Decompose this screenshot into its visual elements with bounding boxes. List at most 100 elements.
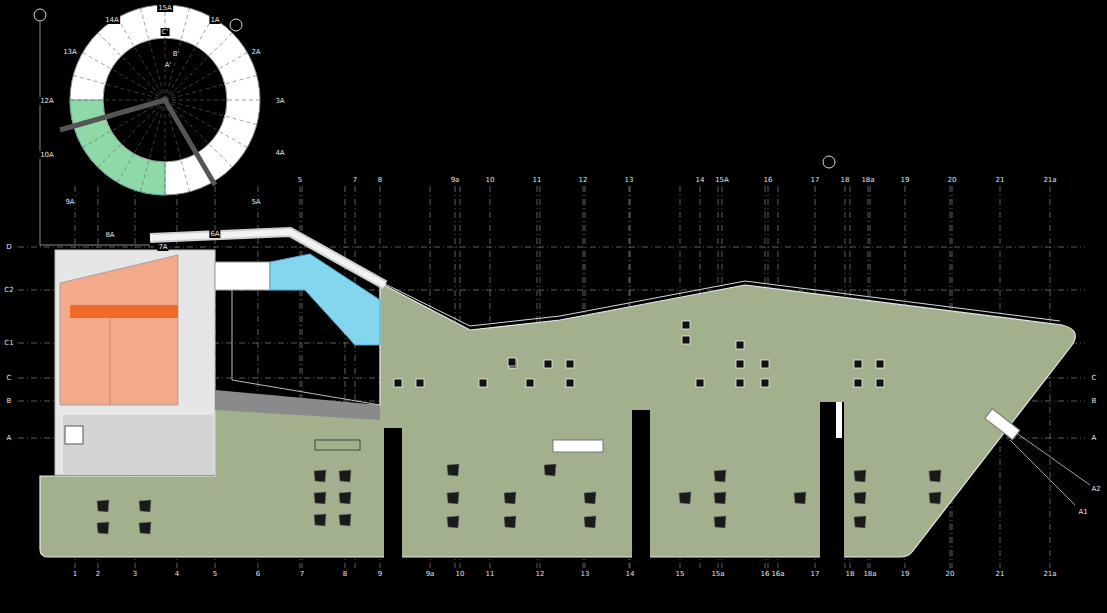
skylight bbox=[339, 470, 351, 482]
axis-label: 1A bbox=[209, 16, 220, 24]
skylight bbox=[854, 470, 866, 482]
axis-label: 2A bbox=[250, 48, 261, 56]
axis-label: 4A bbox=[274, 149, 285, 157]
grid-label: 17 bbox=[810, 570, 821, 578]
grid-label: 21 bbox=[995, 570, 1006, 578]
axis-label: 12A bbox=[39, 97, 55, 105]
grid-label: 15a bbox=[710, 570, 725, 578]
roof-opening bbox=[736, 379, 744, 387]
grid-label: 7 bbox=[352, 176, 358, 184]
ring-wall bbox=[60, 100, 165, 130]
blue-hall bbox=[270, 254, 380, 345]
grid-label: 8 bbox=[377, 176, 383, 184]
grid-lines bbox=[18, 186, 1085, 568]
roof-opening bbox=[566, 379, 574, 387]
grid-label: 20 bbox=[947, 176, 958, 184]
grid-label: 19 bbox=[900, 570, 911, 578]
grid-label: 16 bbox=[760, 570, 771, 578]
radial-line bbox=[83, 100, 165, 148]
radial-line bbox=[165, 75, 257, 100]
skylight bbox=[679, 492, 691, 504]
corridor bbox=[63, 415, 213, 475]
skylight bbox=[985, 409, 1020, 440]
grid-label: 18a bbox=[860, 176, 875, 184]
radial-grid bbox=[60, 5, 260, 195]
grid-label: 10 bbox=[455, 570, 466, 578]
roof-opening bbox=[854, 360, 862, 368]
skylight bbox=[97, 500, 109, 512]
ring-wall bbox=[165, 100, 215, 185]
radial-line bbox=[165, 5, 166, 100]
partition bbox=[110, 318, 111, 405]
grid-line bbox=[18, 247, 1085, 248]
axis-label: 13A bbox=[62, 48, 78, 56]
grid-line bbox=[1050, 186, 1051, 568]
roof-opening bbox=[682, 336, 690, 344]
roof-edge bbox=[383, 281, 1060, 326]
grid-label: C2 bbox=[3, 286, 14, 294]
skylight bbox=[314, 470, 326, 482]
grid-label: 5 bbox=[297, 176, 303, 184]
grid-label: C bbox=[6, 374, 13, 382]
axis-label: B' bbox=[172, 50, 181, 58]
radial-line bbox=[165, 18, 213, 100]
radial-line bbox=[118, 18, 166, 100]
grid-label: 16 bbox=[763, 176, 774, 184]
roof-openings bbox=[97, 321, 941, 534]
grid-label: C1 bbox=[3, 339, 14, 347]
grid-label: 21 bbox=[995, 176, 1006, 184]
grid-label: 15 bbox=[675, 570, 686, 578]
radial-line bbox=[165, 100, 260, 101]
axis-label: 3A bbox=[274, 97, 285, 105]
grid-label: 14 bbox=[695, 176, 706, 184]
roof-opening bbox=[544, 360, 552, 368]
roof-opening bbox=[761, 360, 769, 368]
radial-line bbox=[165, 33, 232, 100]
stair-core bbox=[65, 426, 83, 444]
ramp-edge bbox=[232, 290, 380, 405]
axis-label: A' bbox=[164, 61, 173, 69]
small-room bbox=[215, 262, 270, 290]
grid-label: 8 bbox=[342, 570, 348, 578]
roof-opening bbox=[696, 379, 704, 387]
radial-line bbox=[140, 8, 165, 100]
slot bbox=[632, 410, 650, 560]
section-line bbox=[1015, 432, 1090, 485]
skylight bbox=[139, 522, 151, 534]
grid-label: 15A bbox=[714, 176, 730, 184]
section-marker bbox=[230, 19, 242, 31]
skylight bbox=[584, 492, 596, 504]
grid-label: 20 bbox=[945, 570, 956, 578]
roof-opening bbox=[416, 379, 424, 387]
grid-label: A bbox=[1091, 434, 1098, 442]
skylight bbox=[929, 470, 941, 482]
grid-label: 11 bbox=[485, 570, 496, 578]
skylight bbox=[714, 516, 726, 528]
roof-opening bbox=[394, 379, 402, 387]
section-marker bbox=[34, 9, 46, 21]
axis-label: C' bbox=[161, 28, 170, 36]
grid-label: 18a bbox=[862, 570, 877, 578]
skylight bbox=[504, 492, 516, 504]
grid-label: 9a bbox=[450, 176, 461, 184]
grid-label: A1 bbox=[1077, 508, 1088, 516]
grid-label: 18 bbox=[840, 176, 851, 184]
grid-label: 6 bbox=[255, 570, 261, 578]
skylight bbox=[929, 492, 941, 504]
skylight bbox=[97, 522, 109, 534]
grid-label: A2 bbox=[1090, 485, 1101, 493]
grid-label: C bbox=[1091, 374, 1098, 382]
roof-opening bbox=[526, 379, 534, 387]
radial-line bbox=[140, 100, 165, 192]
leader-line bbox=[40, 245, 150, 246]
roof-opening bbox=[876, 360, 884, 368]
axis-label: 14A bbox=[104, 16, 120, 24]
ramp bbox=[215, 390, 380, 420]
grid-label: B bbox=[6, 397, 13, 405]
grid-label: A bbox=[6, 434, 13, 442]
radial-line bbox=[165, 100, 166, 195]
axis-label: 10A bbox=[39, 151, 55, 159]
